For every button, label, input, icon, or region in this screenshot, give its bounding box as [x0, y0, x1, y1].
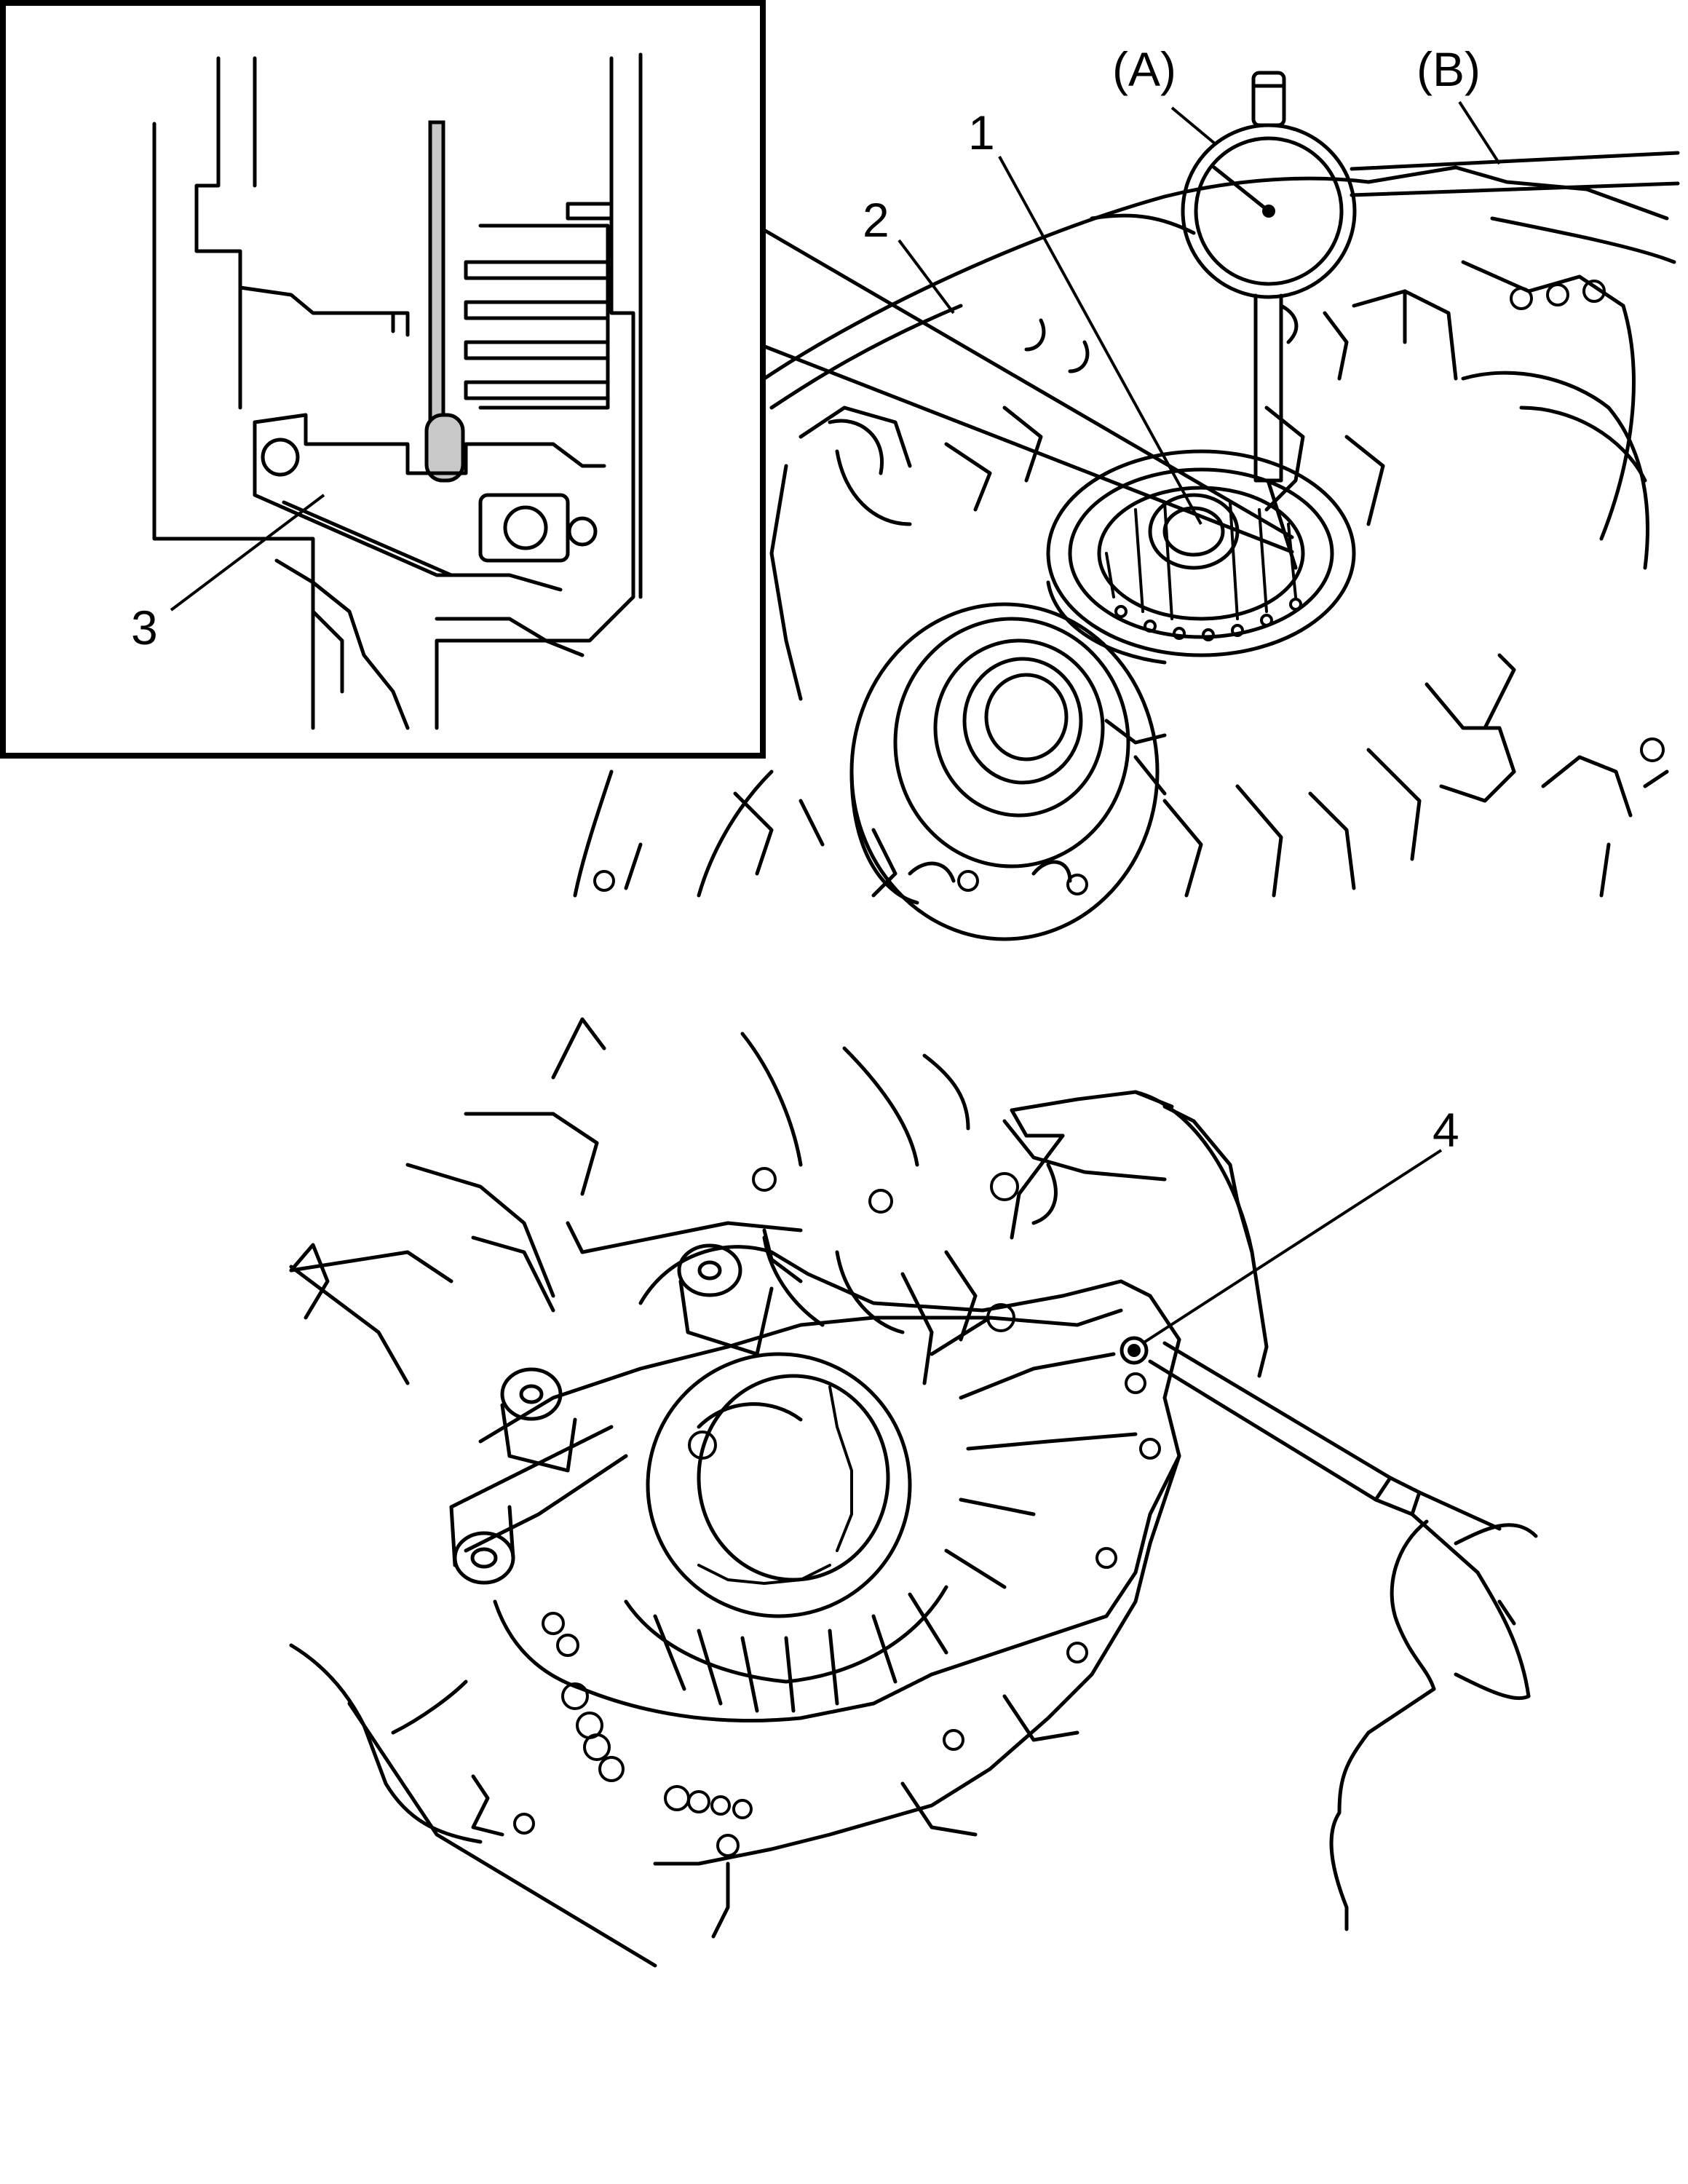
zoom-wedge-top — [761, 227, 1294, 539]
case-holes-lower — [471, 1303, 1161, 1857]
leader-4 — [1141, 1149, 1443, 1345]
magnetic-stand-icon — [1350, 151, 1680, 197]
callout-2: 2 — [863, 193, 889, 247]
upper-figure: 1 2 (A) (B) — [0, 0, 1680, 941]
case-flange-lower — [449, 1245, 1181, 1723]
plug-part-4 — [1120, 1336, 1149, 1365]
callout-4: 4 — [1433, 1103, 1459, 1157]
zoom-wedge-bottom — [761, 344, 1294, 554]
lower-figure: 4 — [289, 1017, 1538, 1968]
leader-b — [1458, 100, 1501, 165]
case-bosses-lower — [449, 1243, 774, 1585]
callout-b: (B) — [1416, 42, 1481, 96]
leader-2 — [898, 239, 955, 314]
leader-a — [1170, 106, 1217, 146]
callout-a: (A) — [1112, 42, 1176, 96]
case-outline-lower — [289, 1454, 1181, 1968]
hand-icon — [1329, 1519, 1538, 1931]
callout-3: 3 — [131, 601, 158, 654]
case-lower-edge-upper — [573, 653, 1669, 898]
transaxle-case-upper — [762, 165, 1676, 701]
seal-bore-upper — [849, 602, 1160, 941]
pliers-icon — [1148, 1341, 1502, 1575]
gauge-probe — [428, 120, 445, 445]
detail-inset — [0, 0, 766, 759]
transaxle-case-lower — [289, 1017, 1269, 1385]
differential-bearing-upper — [1046, 449, 1356, 665]
callout-1: 1 — [968, 106, 995, 159]
leader-3 — [170, 494, 325, 612]
